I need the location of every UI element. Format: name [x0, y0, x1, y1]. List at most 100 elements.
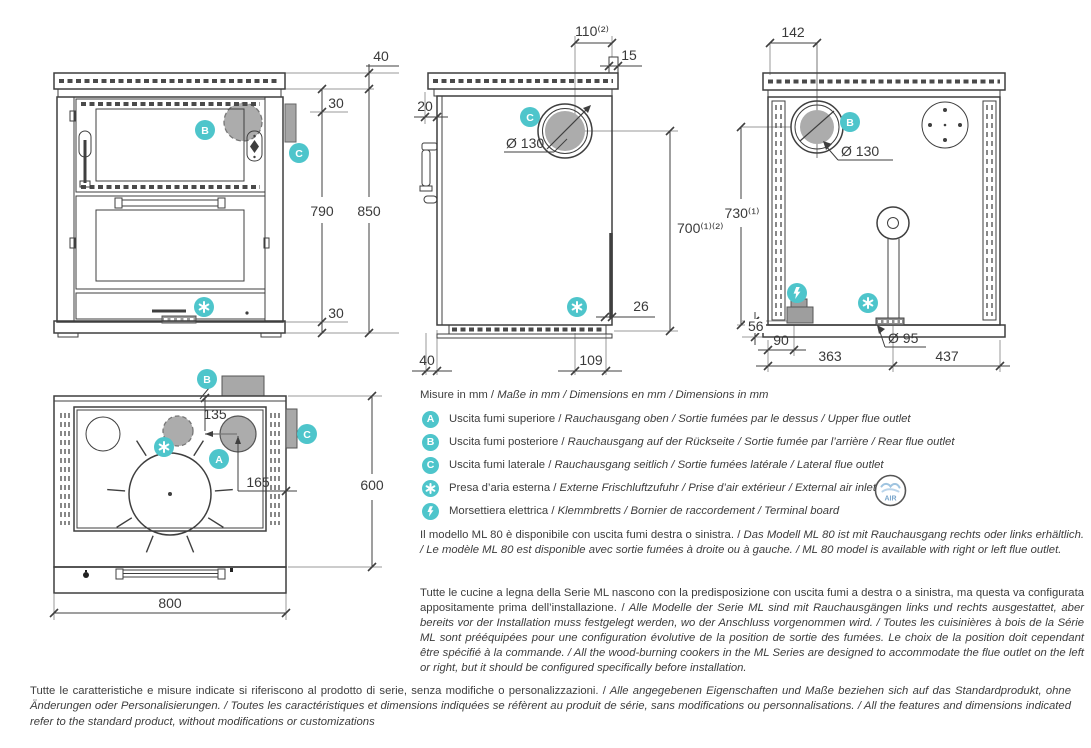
- rear-flue-circle: [790, 100, 844, 154]
- marker-b-leader: [199, 387, 210, 400]
- worktop-side: [427, 56, 619, 97]
- side-flue-outlet: [284, 103, 297, 143]
- top-view-drawing: 135 165 600 800 B A C: [49, 369, 391, 620]
- marker-b: B: [195, 120, 215, 140]
- worktop-back: [762, 72, 1006, 98]
- legend-a-it: Uscita fumi superiore /: [449, 413, 562, 425]
- measures-it: Misure in mm /: [420, 389, 495, 401]
- legend-b-it: Uscita fumi posteriore /: [449, 436, 565, 448]
- dim-body-height: 790: [310, 203, 334, 219]
- dim-flue-height-back: 730⁽¹⁾: [725, 205, 760, 221]
- rear-flue-outlet-top: [221, 375, 265, 397]
- dim-worktop-overhang: 20: [417, 98, 433, 114]
- note-flue-side: Il modello ML 80 è disponibile con uscit…: [420, 528, 1084, 558]
- svg-text:B: B: [201, 125, 209, 137]
- marker-c: C: [422, 457, 439, 474]
- dim-total-height: 850: [357, 203, 381, 219]
- svg-text:B: B: [203, 374, 211, 386]
- marker-b: B: [422, 434, 439, 451]
- top-extension-lines: [53, 395, 382, 620]
- measures-note: Misure in mm / Maße in mm / Dimensions e…: [420, 389, 1084, 401]
- note1-rest: Das Modell ML 80 ist mit Rauchausgang re…: [420, 529, 1084, 556]
- note2-rest: Alle Modelle der Serie ML sind mit Rauch…: [420, 602, 1084, 674]
- svg-text:A: A: [215, 454, 223, 466]
- air-inlet-marker: [858, 293, 878, 313]
- legend-air-rest: Externe Frischluftzufuhr / Prise d’air e…: [556, 482, 876, 494]
- svg-text:C: C: [303, 429, 311, 441]
- air-badge-icon: AIR: [874, 474, 907, 507]
- dim-front-recess: 40: [419, 352, 435, 368]
- dim-terminal-offset: 90: [773, 332, 789, 348]
- marker-a: A: [209, 449, 229, 469]
- air-inlet-marker: [154, 437, 174, 457]
- marker-b: B: [840, 112, 860, 132]
- legend-air-it: Presa d’aria esterna /: [449, 482, 557, 494]
- legend-item-lateral-flue: C Uscita fumi laterale / Rauchausgang se…: [422, 457, 1086, 474]
- lightning-icon: [422, 503, 439, 520]
- note2-it: Tutte le cucine a legna della Serie ML n…: [420, 587, 1084, 614]
- svg-text:C: C: [295, 148, 303, 160]
- dim-worktop-thickness: 40: [373, 48, 389, 64]
- stove-body-side: [436, 95, 613, 339]
- dim-flue-offset-x: 135: [203, 406, 227, 422]
- alternate-flue-position: [162, 415, 194, 447]
- marker-a: A: [422, 411, 439, 428]
- blank-cover-plate: [921, 101, 969, 149]
- legend-item-external-air: Presa d’aria esterna / Externe Frischluf…: [422, 480, 1086, 497]
- dim-air-to-right: 437: [935, 348, 959, 364]
- door-handle-side: [419, 142, 438, 204]
- stove-plan: [53, 395, 287, 568]
- dim-air-offset-back: 363: [818, 348, 842, 364]
- lightning-icon: [793, 287, 801, 299]
- note1-it: Il modello ML 80 è disponibile con uscit…: [420, 529, 741, 541]
- svg-text:B: B: [846, 117, 854, 129]
- legend-b-rest: Rauchausgang auf der Rückseite / Sortie …: [564, 436, 955, 448]
- legend-item-terminal-board: Morsettiera elettrica / Klemmbretts / Bo…: [422, 503, 1086, 520]
- dim-base-height: 30: [328, 305, 344, 321]
- footer-disclaimer: Tutte le caratteristiche e misure indica…: [30, 684, 1071, 730]
- note-configuration: Tutte le cucine a legna della Serie ML n…: [420, 586, 1084, 676]
- air-inlet-marker: [567, 297, 587, 317]
- legend-item-rear-flue: B Uscita fumi posteriore / Rauchausgang …: [422, 434, 1086, 451]
- front-dimensions: 40 30 790 850 30: [303, 48, 399, 338]
- svg-text:C: C: [526, 112, 534, 124]
- marker-c: C: [297, 424, 317, 444]
- lateral-flue-circle: [537, 103, 593, 159]
- front-view-drawing: 40 30 790 850 30 B C: [53, 48, 399, 338]
- small-hotplate-ring: [85, 416, 121, 452]
- legend-terminal-rest: Klemmbretts / Bornier de raccordement / …: [554, 505, 840, 517]
- dim-flue-offset-back: 142: [781, 24, 805, 40]
- marker-c: C: [520, 107, 540, 127]
- air-inlet-marker: [194, 297, 214, 317]
- worktop: [53, 72, 286, 98]
- firebox-door: [75, 98, 266, 193]
- side-dimensions: 110⁽²⁾ 15 20 Ø 130 700⁽¹⁾⁽²⁾ 26 40 109: [412, 23, 723, 376]
- side-view-drawing: 110⁽²⁾ 15 20 Ø 130 700⁽¹⁾⁽²⁾ 26 40 109 C: [412, 23, 723, 376]
- dim-width: 800: [158, 595, 182, 611]
- terminal-board-marker: [787, 283, 807, 303]
- dim-top-offset: 30: [328, 95, 344, 111]
- legend-terminal-it: Morsettiera elettrica /: [449, 505, 555, 517]
- legend-c-rest: Rauchausgang seitlich / Sortie fumées la…: [551, 459, 884, 471]
- svg-text:AIR: AIR: [884, 496, 896, 503]
- dim-flue-offset-y: 165: [246, 474, 270, 490]
- footer-it: Tutte le caratteristiche e misure indica…: [30, 685, 606, 697]
- footer-rest: Alle angegebenen Eigenschaften und Maße …: [30, 685, 1071, 728]
- dim-flue-diameter-back: Ø 130: [841, 143, 879, 159]
- lateral-flue-outlet-top: [285, 408, 298, 449]
- front-panel-plan: [53, 566, 287, 594]
- dim-flue-to-back: 110⁽²⁾: [575, 23, 609, 39]
- dim-flue-height-side: 700⁽¹⁾⁽²⁾: [677, 220, 723, 236]
- measures-rest: Maße in mm / Dimensions en mm / Dimensio…: [494, 389, 769, 401]
- air-regulator: [246, 130, 263, 162]
- front-extension-lines: [283, 72, 399, 334]
- dim-back-recess: 26: [633, 298, 649, 314]
- door-lever: [78, 130, 92, 188]
- dim-depth: 600: [360, 477, 384, 493]
- back-dimensions: 142 Ø 130 730⁽¹⁾ 56 90 363 Ø 95 437: [719, 24, 1010, 371]
- dim-flue-diameter-side: Ø 130: [506, 135, 544, 151]
- asterisk-icon: [422, 480, 439, 497]
- external-air-duct: [875, 206, 910, 326]
- base-plinth: [53, 320, 286, 338]
